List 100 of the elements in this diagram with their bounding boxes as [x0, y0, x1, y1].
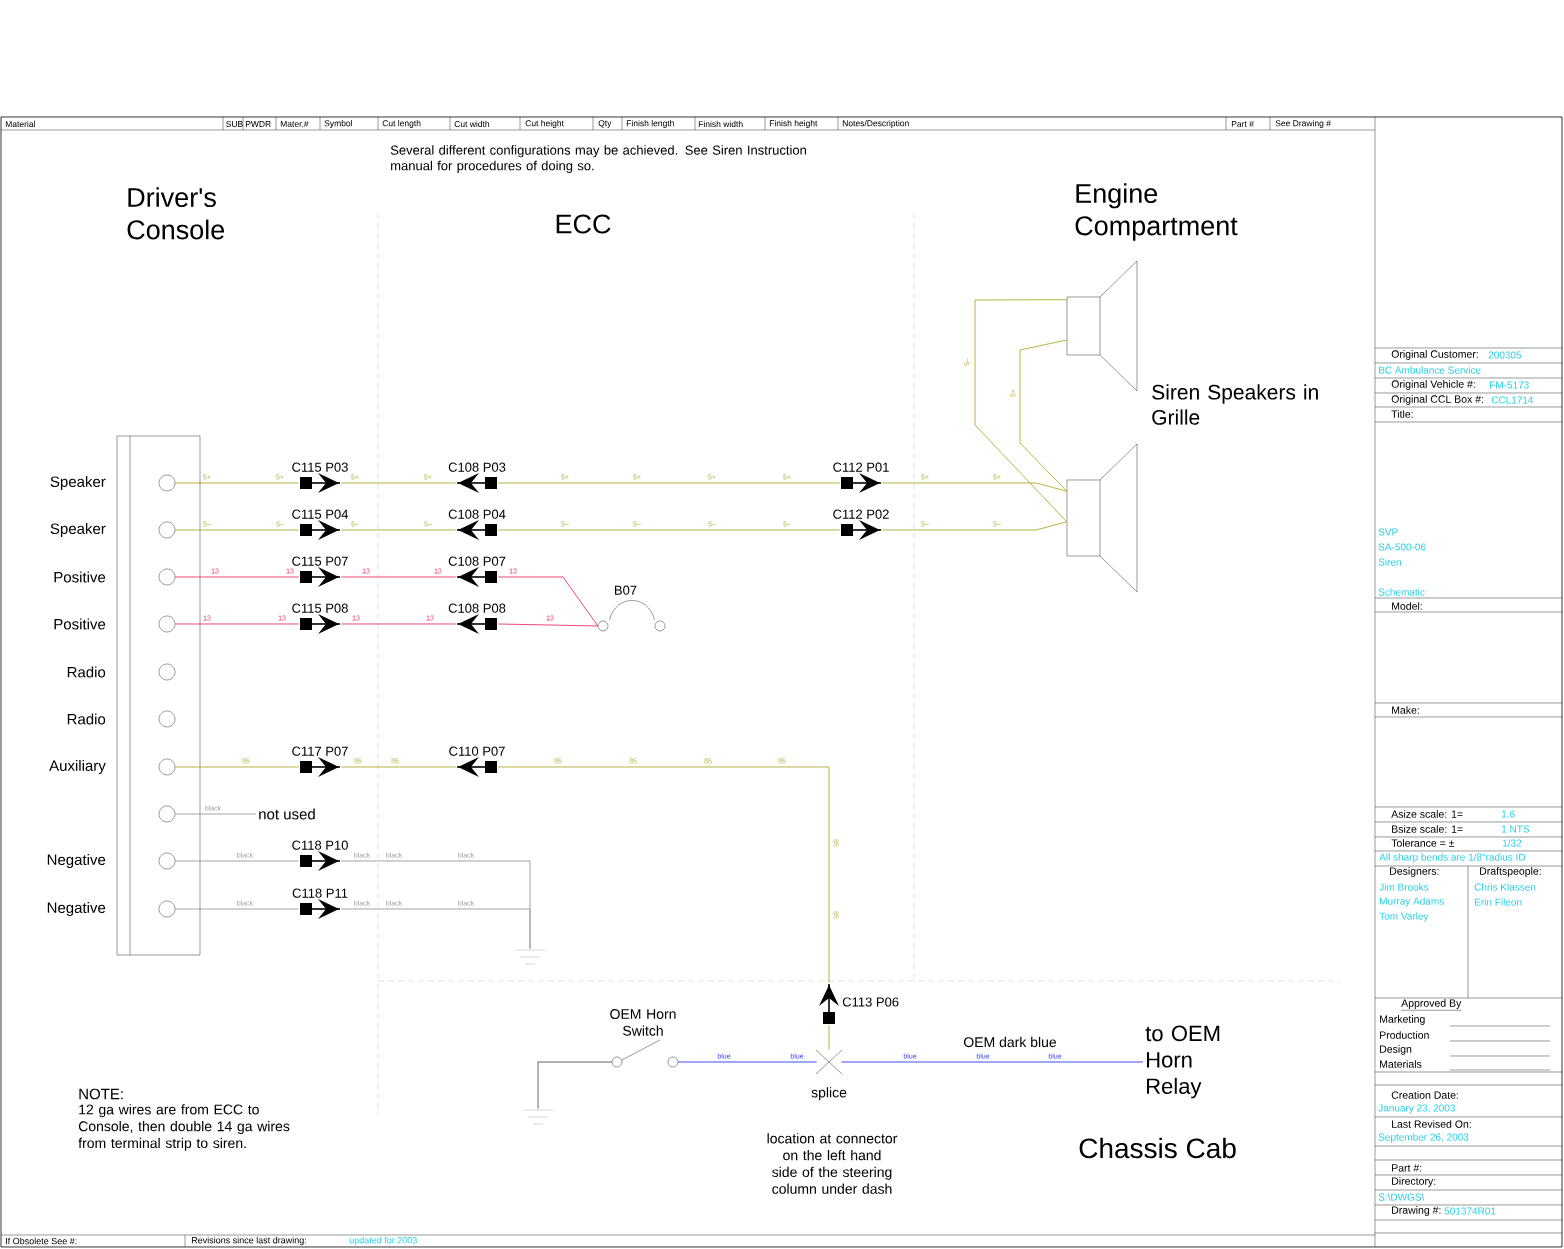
- node-label: C117 P07: [292, 746, 348, 756]
- connector: C112 P01: [833, 462, 889, 493]
- node-label: C115 P07: [292, 556, 348, 566]
- wire: [174, 623, 300, 625]
- wire: [174, 482, 300, 484]
- node-label: C115 P04: [292, 509, 349, 519]
- zone-title: ECC: [556, 214, 611, 234]
- title-block-label: Production: [1380, 1031, 1429, 1039]
- wire: [497, 766, 830, 984]
- title-block-value: Murray Adams: [1380, 897, 1444, 907]
- zone-title: Driver's Console: [127, 187, 225, 240]
- column-heading: Mater.#: [280, 121, 309, 127]
- title-block-value: Jim Brooks: [1379, 883, 1429, 891]
- connector: C113 P06: [819, 983, 899, 1024]
- note-text: 12 ga wires are from ECC to Console, then double 14 ga wires from terminal strip to siren.: [78, 1104, 290, 1151]
- connector: C118 P10: [292, 840, 348, 871]
- wire: [881, 521, 1068, 531]
- column-heading: Qty: [598, 120, 612, 128]
- connector: C110 P07: [449, 746, 505, 777]
- connector: C108 P07: [448, 556, 506, 587]
- title-block-label: Part #:: [1392, 1164, 1422, 1172]
- title-block-value: 1.6: [1502, 810, 1515, 818]
- title-block-value: BC Ambulance Service: [1379, 366, 1481, 374]
- connector: C115 P03: [292, 462, 348, 493]
- title-block-value: 501374R01: [1444, 1207, 1496, 1215]
- terminal-label: Positive: [54, 571, 106, 583]
- note-heading: NOTE:: [79, 1088, 123, 1100]
- terminal-circle: [158, 805, 176, 823]
- node-label: C112 P02: [833, 509, 889, 519]
- column-heading: Part #: [1231, 121, 1254, 127]
- node-label: C118 P11: [292, 888, 348, 898]
- zone-title: Chassis Cab: [1079, 1137, 1236, 1159]
- title-block-value: SA-500-06: [1378, 543, 1426, 551]
- title-block-label: Drawing #:: [1392, 1206, 1441, 1216]
- title-block-label: Model:: [1392, 602, 1422, 610]
- wire: [497, 576, 599, 627]
- footer-label: If Obsolete See #:: [6, 1237, 77, 1245]
- node-label: C108 P08: [448, 603, 506, 613]
- column-heading: Finish width: [698, 120, 743, 128]
- wire: [828, 1024, 830, 1051]
- node-label: C112 P01: [833, 462, 889, 472]
- title-block-label: Title:: [1391, 410, 1413, 418]
- column-heading: See Drawing #: [1275, 120, 1331, 128]
- title-block-value: September 26, 2003: [1378, 1133, 1469, 1143]
- title-block-value: Siren: [1378, 558, 1401, 566]
- ground-symbol: [514, 949, 546, 965]
- terminal-label: Speaker: [50, 476, 106, 490]
- title-block-value: Tom Varley: [1379, 912, 1429, 922]
- connector: C108 P03: [448, 462, 506, 493]
- column-heading: PWDR: [245, 121, 271, 127]
- title-block-value: 1 NTS: [1502, 825, 1530, 833]
- connector: C115 P08: [292, 603, 348, 634]
- title-block-value: FM-5173: [1490, 381, 1529, 389]
- title-block-label: Design: [1380, 1045, 1412, 1055]
- node-label: C113 P06: [842, 997, 899, 1007]
- wire: [497, 623, 599, 627]
- wire: [340, 576, 457, 578]
- title-block-label: Last Revised On:: [1392, 1120, 1471, 1128]
- title-block-value: All sharp bends are 1/8"radius ID: [1379, 853, 1526, 863]
- title-block-label: Original CCL Box #:: [1391, 395, 1483, 405]
- footer-label: Revisions since last drawing:: [191, 1236, 306, 1246]
- title-block-label: Materials: [1380, 1060, 1422, 1068]
- title-block-label: Original Customer:: [1391, 350, 1478, 360]
- title-block-label: Make:: [1392, 706, 1419, 714]
- node-label: C115 P08: [292, 603, 348, 613]
- connector: C118 P11: [292, 888, 348, 919]
- title-block-label: Approved By: [1401, 999, 1462, 1011]
- column-heading: Symbol: [324, 120, 352, 128]
- title-block-value: 1/32: [1503, 839, 1522, 847]
- column-heading: Notes/Description: [842, 120, 909, 128]
- ground-symbol: [522, 1109, 554, 1125]
- wire: [677, 1061, 818, 1063]
- relay-label: to OEM Horn Relay: [1145, 1025, 1220, 1099]
- wire: [174, 576, 300, 578]
- note-text: location at connector on the left hand side of the steering column under dash: [767, 1133, 898, 1194]
- terminal-label: Negative: [47, 902, 106, 916]
- column-heading: Finish height: [769, 120, 818, 128]
- column-heading: Cut height: [525, 120, 564, 128]
- terminal-label: Positive: [54, 618, 106, 630]
- terminal-label: Negative: [47, 854, 106, 868]
- speaker-drawing: [1066, 260, 1138, 392]
- wire: [497, 482, 841, 484]
- wire: [974, 299, 1068, 523]
- title-block-value: S:\DWGS\: [1378, 1193, 1425, 1201]
- terminal-label: Radio: [67, 713, 106, 725]
- wire: [497, 529, 841, 531]
- connector: C115 P04: [292, 509, 349, 540]
- column-heading: Cut width: [454, 120, 490, 128]
- edge-label: OEM dark blue: [962, 1035, 1058, 1049]
- wire-note: not used: [259, 808, 315, 820]
- node-label: C108 P07: [448, 556, 506, 566]
- title-block-value: CCL1714: [1491, 396, 1534, 404]
- wire: [174, 529, 300, 531]
- connector: C117 P07: [292, 746, 348, 777]
- wire: [174, 766, 300, 768]
- title-block-label: Original Vehicle #:: [1391, 380, 1475, 390]
- wire: [174, 908, 300, 910]
- node-label: C118 P10: [292, 840, 348, 850]
- title-block-label: Directory:: [1392, 1177, 1436, 1187]
- wire: [840, 1061, 1144, 1063]
